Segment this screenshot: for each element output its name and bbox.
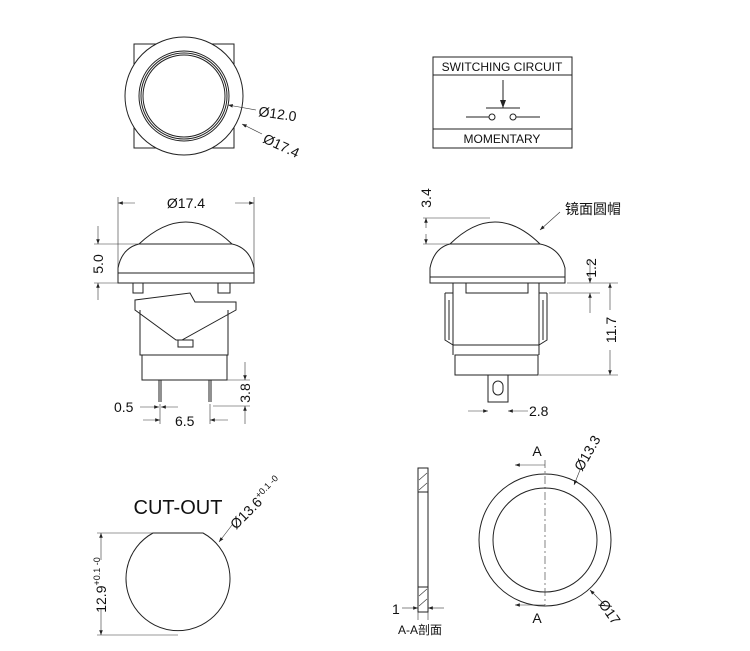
washer-inner-dia: Ø13.3: [571, 432, 604, 473]
top-view: Ø12.0 Ø17.4: [124, 36, 303, 161]
pin-width-label: 0.5: [114, 399, 134, 415]
circuit-title: SWITCHING CIRCUIT: [442, 60, 563, 74]
cutout-view: CUT-OUT 12.9+0.1 -0 Ø13.6+0.1 -0: [92, 473, 285, 636]
circuit-type: MOMENTARY: [464, 132, 541, 146]
mirror-cap-callout: 镜面圆帽: [565, 201, 621, 217]
body-height-label: 11.7: [603, 317, 619, 343]
pin-length-label: 3.8: [237, 383, 253, 403]
flange-label: 1.2: [583, 258, 599, 278]
front-view: Ø17.4 5.0 3.8 0.5 6.5: [90, 195, 255, 429]
section-label: A-A剖面: [398, 623, 442, 637]
section-mark-bottom: A: [532, 610, 542, 626]
terminal-width-label: 2.8: [529, 403, 549, 419]
inner-dia-label: Ø12.0: [258, 103, 298, 124]
washer-outer-dia: Ø17: [596, 597, 624, 628]
outer-dia-label: Ø17.4: [261, 130, 303, 161]
dome-height-label: 3.4: [418, 188, 434, 208]
switching-circuit-box: SWITCHING CIRCUIT MOMENTARY: [432, 56, 573, 149]
side-view: 3.4 镜面圆帽 1.2 11.7 2.8: [418, 188, 621, 419]
width-label: Ø17.4: [167, 195, 205, 211]
flat-dim-label: 12.9+0.1 -0: [92, 557, 109, 613]
washer-view: 1 A-A剖面 A A Ø13.3 Ø17: [392, 432, 624, 637]
cutout-dia-label: Ø13.6+0.1 -0: [226, 473, 285, 532]
cutout-title: CUT-OUT: [134, 497, 223, 519]
thickness-label: 1: [392, 601, 400, 617]
cap-height-label: 5.0: [90, 254, 106, 274]
pin-pitch-label: 6.5: [175, 413, 195, 429]
section-mark-top: A: [532, 443, 542, 459]
